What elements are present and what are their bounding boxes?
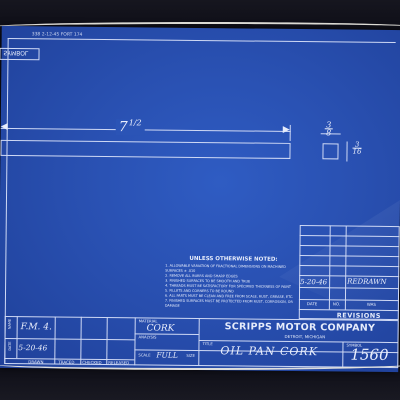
scale-label: SCALE: [138, 352, 151, 358]
rev-no-header: NO.: [332, 301, 341, 307]
string-top: [0, 22, 400, 32]
name-label: NAME: [7, 318, 12, 330]
length-fraction: 1/2: [128, 118, 142, 128]
company-name: SCRIPPS MOTOR COMPANY: [224, 321, 376, 334]
string-bottom: [0, 358, 400, 370]
top-symbol-label: SYMBOL: [3, 48, 29, 57]
title-value: OIL PAN CORK: [220, 344, 319, 359]
rev-entry-date: 5-20-46: [300, 278, 328, 287]
rev-was-header: WAS: [366, 301, 376, 307]
length-arrow-right: ▶: [282, 124, 290, 135]
length-whole: 7: [118, 119, 128, 136]
length-denominator: 2: [136, 118, 142, 128]
length-ext-right: [289, 124, 291, 141]
length-numerator: 1: [128, 118, 134, 128]
border-top: [7, 37, 396, 44]
date-label: DATE: [7, 341, 13, 351]
notes-list: 1. ALLOWABLE VARIATION OF FRACTIONAL DIM…: [165, 264, 297, 310]
company-location: DETROIT, MICHIGAN: [284, 333, 326, 340]
thickness-dim-line: [346, 141, 348, 162]
title-label: TITLE: [202, 341, 213, 347]
name-value: F.M. 4.: [20, 322, 52, 333]
notes-heading: UNLESS OTHERWISE NOTED:: [189, 255, 278, 263]
rev-entry-desc: REDRAWN: [347, 277, 387, 286]
thickness-denominator: 16: [352, 147, 362, 156]
part-outline: [0, 139, 291, 159]
blueprint-sheet: SYMBOL 338 2-12-45 FORT 174 ▶ ◀ 71/2 3 8…: [0, 25, 400, 373]
length-arrow-left: ◀: [0, 121, 8, 132]
height-denominator: 8: [326, 128, 332, 138]
material-value: CORK: [146, 323, 175, 334]
note-item: 7. FINISHED SURFACES MUST BE PROTECTED F…: [164, 298, 293, 308]
height-dimension: 3 8: [324, 120, 333, 138]
height-numerator: 3: [326, 120, 332, 130]
length-dim-line: [0, 127, 291, 132]
length-dimension: 71/2: [115, 118, 145, 136]
thickness-dimension: 3 16: [352, 141, 362, 156]
date-value: 5-20-46: [18, 343, 48, 353]
analysis-label: ANALYSIS: [138, 334, 157, 340]
top-codes: 338 2-12-45 FORT 174: [31, 32, 83, 38]
end-view: [322, 143, 339, 160]
rev-date-header: DATE: [306, 301, 318, 307]
